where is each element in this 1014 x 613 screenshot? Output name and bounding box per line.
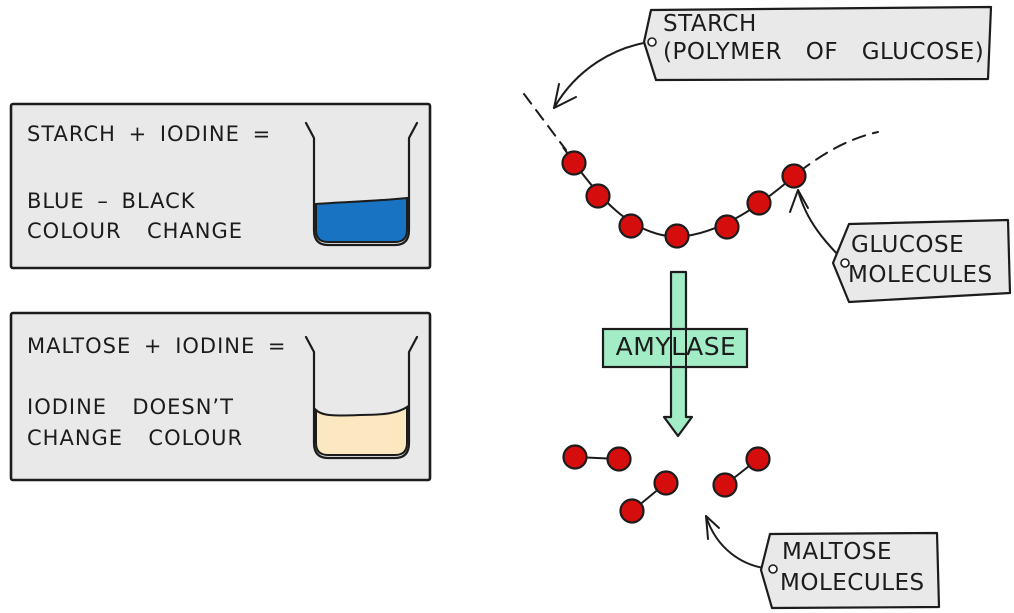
starch-tag-line1: STARCH: [663, 11, 757, 37]
starch-tag-eyelet: [647, 37, 657, 47]
maltose-tag: [759, 531, 941, 610]
glucose-molecule: [781, 163, 807, 189]
starch-label-arrow: [553, 41, 651, 109]
maltose-iodine-result-line2: CHANGE COLOUR: [27, 426, 244, 450]
amylase-arrow-shaft-lines: [670, 330, 687, 366]
glucose-tag-line1: GLUCOSE: [851, 232, 965, 258]
maltose-iodine-equation: MALTOSE + IODINE =: [27, 334, 287, 358]
maltose-label-arrowhead: [705, 515, 720, 540]
starch-chain-dashed-right: [798, 131, 879, 173]
maltose-tag-line1: MALTOSE: [782, 539, 893, 565]
cream-liquid: [315, 405, 408, 456]
starch-chain-dashed-left: [523, 93, 567, 151]
amylase-label: AMYLASE: [615, 332, 737, 361]
glucose-tag: [831, 218, 1012, 304]
maltose-unit: [653, 470, 679, 496]
glucose-molecule: [714, 214, 740, 240]
maltose-unit: [745, 446, 771, 472]
maltose-unit: [712, 472, 738, 498]
amylase-box: [601, 327, 749, 369]
annotation-arrows: [553, 41, 845, 570]
starch-tag: [642, 5, 993, 82]
glucose-tag-line2: MOLECULES: [848, 262, 993, 288]
starch-chain-glucose-units: [561, 150, 807, 249]
maltose-unit: [606, 446, 632, 472]
maltose-iodine-result-line1: IODINE DOESN’T: [27, 395, 234, 419]
glucose-molecule: [561, 150, 587, 176]
starch-iodine-result-line2: COLOUR CHANGE: [27, 219, 244, 243]
blue-black-liquid: [315, 196, 408, 243]
glucose-molecule: [618, 213, 644, 239]
maltose-unit: [619, 498, 645, 524]
glucose-tag-eyelet: [840, 258, 850, 268]
glucose-molecule: [664, 223, 690, 249]
beaker-cream: [304, 335, 419, 460]
maltose-unit: [562, 444, 588, 470]
starch-label-arrowhead: [553, 83, 577, 109]
starch-iodine-equation: STARCH + IODINE =: [27, 122, 272, 146]
glucose-label-arrowhead: [789, 189, 809, 213]
glucose-molecule: [746, 190, 772, 216]
maltose-molecules-group: [562, 444, 771, 524]
starch-iodine-result-line1: BLUE – BLACK: [27, 189, 196, 213]
label-tags: [642, 5, 1012, 610]
starch-tag-line2: (POLYMER OF GLUCOSE): [663, 39, 985, 65]
glucose-molecule: [585, 183, 611, 209]
maltose-tag-line2: MOLECULES: [780, 570, 925, 596]
maltose-tag-eyelet: [768, 564, 778, 574]
beaker-blue: [304, 121, 419, 247]
